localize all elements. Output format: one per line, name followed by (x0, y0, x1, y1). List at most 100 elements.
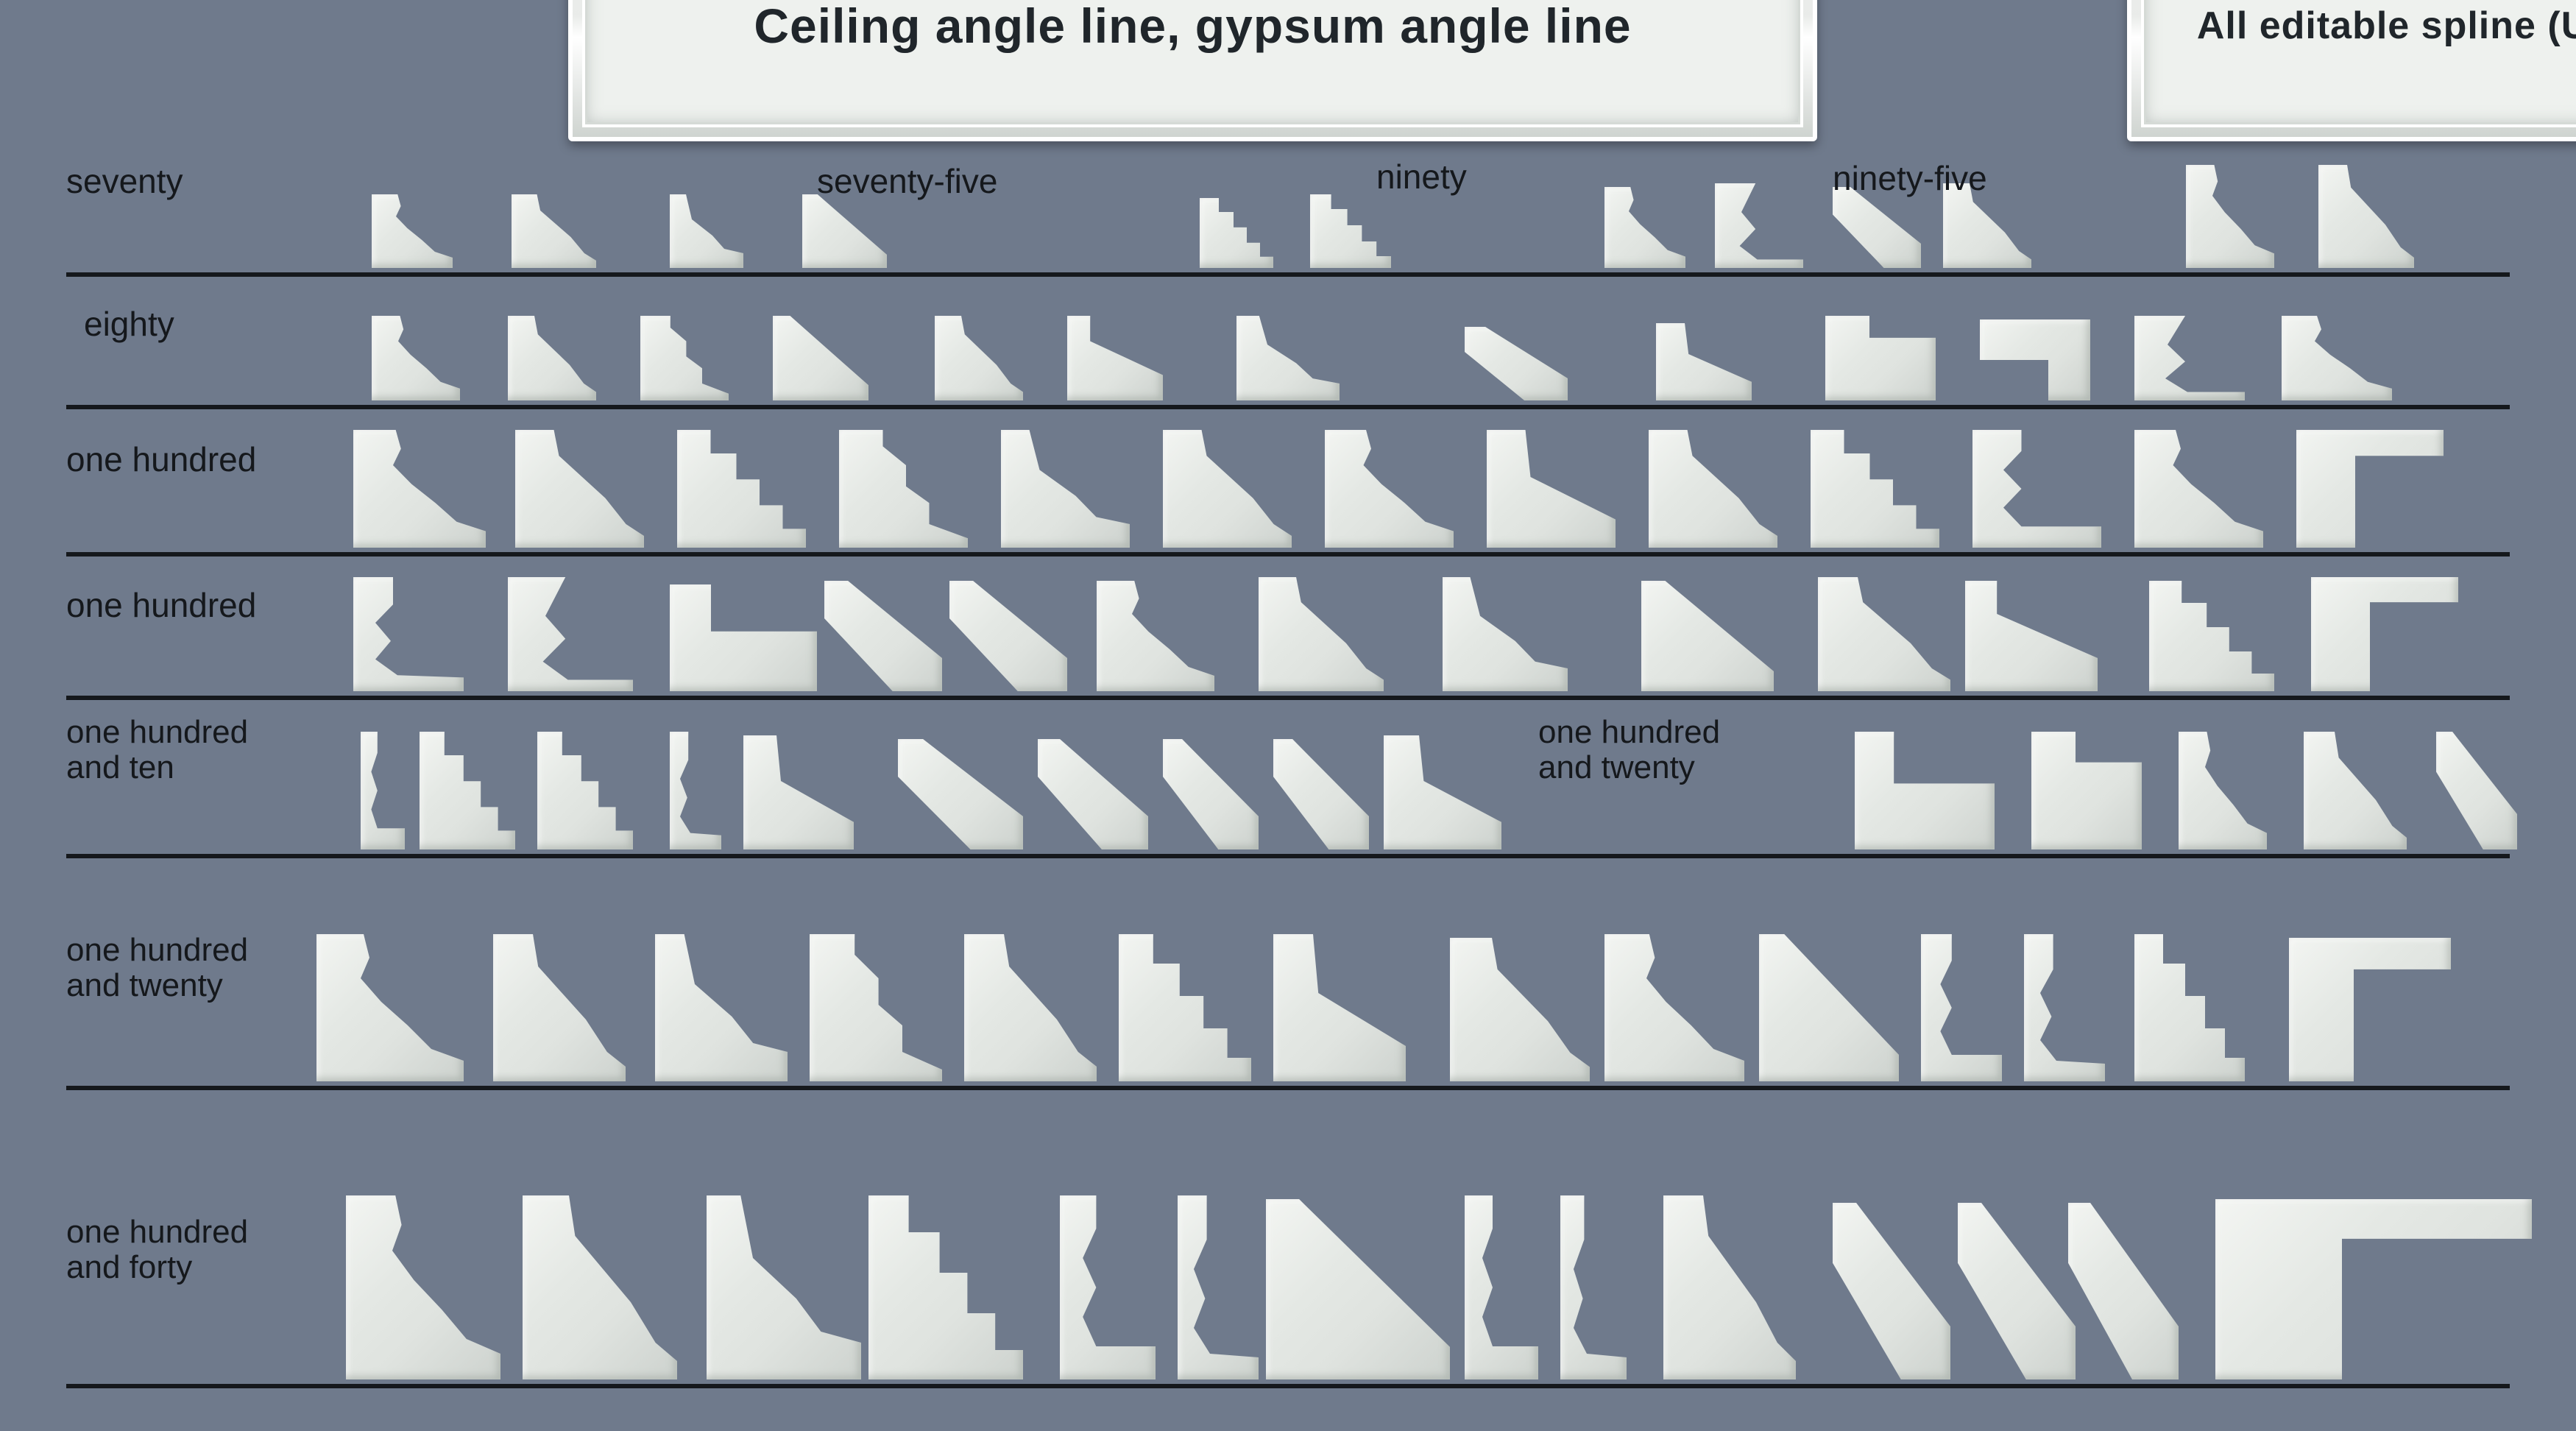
moulding-profile (964, 934, 1097, 1081)
moulding-profile (1958, 1203, 2076, 1379)
moulding-profile (1604, 187, 1685, 268)
moulding-profile (2068, 1203, 2179, 1379)
row-size-label: one hundred and ten (66, 714, 249, 785)
row-shapes (66, 405, 2510, 552)
row-size-label: seventy (66, 162, 183, 200)
moulding-profile (1325, 430, 1454, 548)
moulding-profile (372, 316, 460, 400)
moulding-profile (1067, 316, 1163, 400)
moulding-profile (1465, 1195, 1538, 1379)
moulding-profile (1266, 1199, 1450, 1379)
moulding-profile (2318, 165, 2414, 268)
moulding-profile (1656, 323, 1752, 400)
moulding-profile (707, 1195, 861, 1379)
moulding-profile (2436, 732, 2517, 849)
moulding-profile (508, 316, 596, 400)
row-size-label: ninety-five (1833, 159, 1987, 197)
row-size-label: seventy-five (817, 162, 998, 200)
moulding-profile (1921, 934, 2002, 1081)
moulding-profile (1972, 430, 2101, 548)
moulding-profile (1273, 934, 1406, 1081)
row-shapes (66, 696, 2517, 854)
moulding-profile (537, 732, 633, 849)
moulding-profile (1450, 938, 1590, 1081)
unit-plaque-inner: All editable spline (Unit MM) (2141, 0, 2576, 127)
moulding-profile (670, 194, 743, 268)
unit-plaque: All editable spline (Unit MM) (2127, 0, 2576, 141)
row-size-label: ninety (1376, 158, 1467, 196)
moulding-profile (773, 316, 868, 400)
title-plaque: Ceiling angle line, gypsum angle line (568, 0, 1817, 141)
moulding-profile (1663, 1195, 1796, 1379)
moulding-profile (670, 584, 817, 691)
moulding-profile (1818, 577, 1950, 691)
moulding-profile (1759, 934, 1899, 1081)
moulding-profile (2149, 581, 2274, 691)
moulding-profile (1200, 198, 1273, 268)
moulding-profile (1038, 739, 1148, 849)
moulding-profile (802, 194, 887, 268)
moulding-profile (2289, 938, 2451, 1081)
profile-row: one hundred and twenty (66, 894, 2510, 1090)
moulding-profile (2304, 732, 2407, 849)
moulding-profile (2215, 1199, 2532, 1379)
moulding-profile (898, 739, 1023, 849)
moulding-profile (677, 430, 806, 548)
moulding-profile (640, 316, 729, 400)
moulding-profile (839, 430, 968, 548)
moulding-profile (1833, 187, 1921, 268)
moulding-profile (420, 732, 515, 849)
row-size-label: one hundred (66, 440, 257, 478)
moulding-profile (655, 934, 788, 1081)
row-shapes (66, 272, 2510, 405)
moulding-profile (2186, 165, 2274, 268)
moulding-profile (868, 1195, 1023, 1379)
moulding-profile (1649, 430, 1777, 548)
moulding-profile (1097, 581, 1214, 691)
moulding-profile (1980, 319, 2090, 400)
moulding-profile (1560, 1195, 1627, 1379)
moulding-profile (935, 316, 1023, 400)
profile-row: one hundred and forty (66, 1156, 2532, 1388)
moulding-profile (1833, 1203, 1950, 1379)
row-size-label: one hundred (66, 586, 257, 624)
moulding-profile (1487, 430, 1616, 548)
moulding-profile (2024, 934, 2105, 1081)
moulding-profile (1001, 430, 1130, 548)
moulding-profile (1465, 327, 1568, 400)
moulding-profile (512, 194, 596, 268)
moulding-profile (1384, 735, 1501, 849)
moulding-profile (1715, 183, 1803, 268)
moulding-profile (1443, 577, 1568, 691)
moulding-profile (2031, 732, 2142, 849)
moulding-profile (2134, 934, 2245, 1081)
row-size-label: eighty (84, 305, 174, 343)
moulding-profile (346, 1195, 500, 1379)
moulding-profile (1855, 732, 1995, 849)
moulding-profile (2134, 316, 2245, 400)
moulding-profile (2134, 430, 2263, 548)
title-text: Ceiling angle line, gypsum angle line (754, 0, 1632, 54)
moulding-profile (515, 430, 644, 548)
moulding-profile (1273, 739, 1369, 849)
moulding-profile (353, 430, 486, 548)
moulding-profile (523, 1195, 677, 1379)
row-size-label: one hundred and twenty (66, 932, 249, 1003)
moulding-profile (2282, 316, 2392, 400)
moulding-profile (1604, 934, 1744, 1081)
moulding-profile (1236, 316, 1340, 400)
profile-row: one hundred (66, 552, 2510, 700)
unit-text: All editable spline (Unit MM) (2196, 4, 2576, 48)
profile-row: one hundred and ten one hundred and twent… (66, 696, 2517, 858)
title-plaque-inner: Ceiling angle line, gypsum angle line (582, 0, 1803, 127)
moulding-profile (1965, 581, 2098, 691)
row-shapes (66, 1156, 2532, 1384)
moulding-profile (949, 581, 1067, 691)
profile-row: one hundred (66, 405, 2510, 556)
moulding-profile (1259, 577, 1384, 691)
moulding-profile (2311, 577, 2458, 691)
moulding-profile (508, 577, 633, 691)
row-shapes (66, 894, 2510, 1086)
moulding-profile (1811, 430, 1939, 548)
row-size-label: one hundred and twenty (1538, 714, 1721, 785)
